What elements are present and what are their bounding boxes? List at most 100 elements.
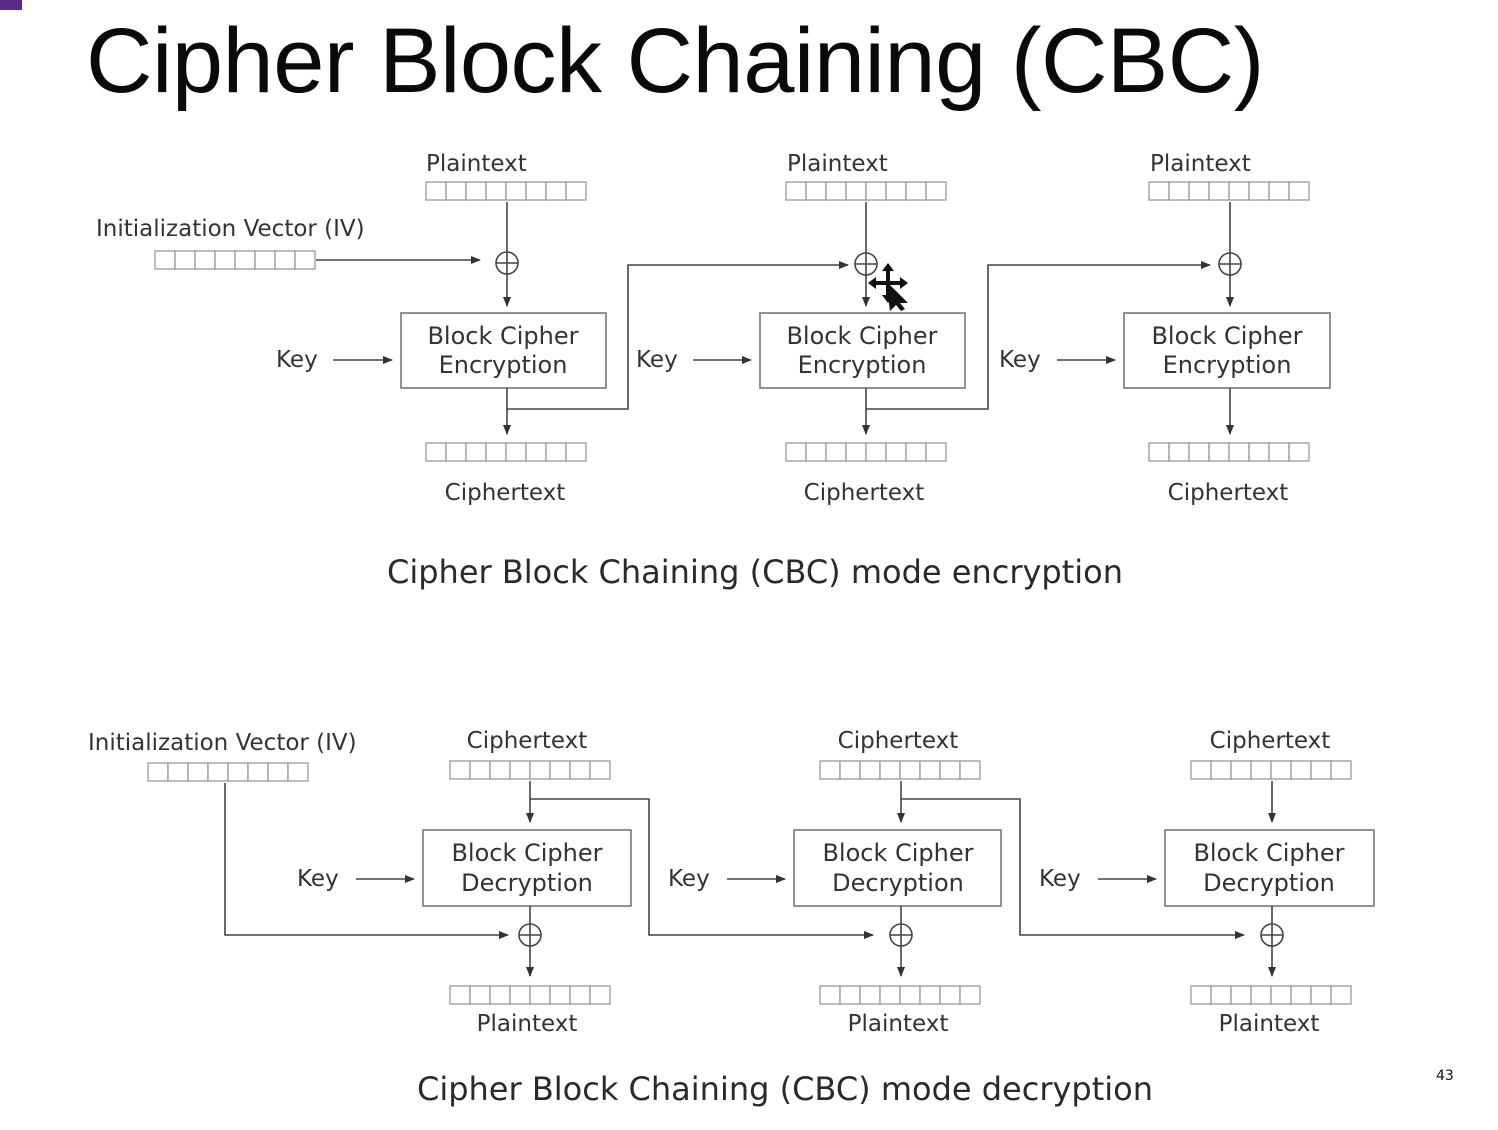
register-cell bbox=[879, 985, 901, 1005]
register-cell bbox=[167, 762, 189, 782]
enc-block-3-line2: Encryption bbox=[1163, 351, 1292, 379]
enc-stage-3: Plaintext Key Block Cipher Encryption Ci… bbox=[999, 151, 1331, 506]
enc-key-label-1: Key bbox=[276, 347, 318, 373]
enc-block-1-line2: Encryption bbox=[439, 351, 568, 379]
register-cell bbox=[1310, 760, 1332, 780]
register-cell bbox=[1248, 181, 1270, 201]
page-number: 43 bbox=[1436, 1068, 1454, 1084]
register-cell bbox=[865, 181, 887, 201]
register-cell bbox=[154, 250, 176, 270]
register-cell bbox=[845, 442, 867, 462]
dec-plaintext-label-3: Plaintext bbox=[1219, 1011, 1320, 1037]
dec-block-2-line1: Block Cipher bbox=[822, 839, 973, 867]
enc-ciphertext-label-2: Ciphertext bbox=[804, 480, 925, 506]
register-cell bbox=[859, 760, 881, 780]
register-cell bbox=[859, 985, 881, 1005]
register-cell bbox=[509, 985, 531, 1005]
enc-plaintext-register-1 bbox=[425, 181, 587, 201]
chain-arrow-1 bbox=[530, 798, 874, 939]
enc-caption: Cipher Block Chaining (CBC) mode encrypt… bbox=[387, 553, 1123, 591]
register-cell bbox=[825, 442, 847, 462]
dec-ciphertext-register-1 bbox=[449, 760, 611, 780]
register-cell bbox=[885, 442, 907, 462]
enc-ciphertext-label-1: Ciphertext bbox=[445, 480, 566, 506]
register-cell bbox=[919, 985, 941, 1005]
register-cell bbox=[1148, 442, 1170, 462]
register-cell bbox=[247, 762, 269, 782]
register-cell bbox=[147, 762, 169, 782]
register-cell bbox=[1290, 760, 1312, 780]
dec-plaintext-register-3 bbox=[1190, 985, 1352, 1005]
register-cell bbox=[839, 760, 861, 780]
register-cell bbox=[1188, 442, 1210, 462]
register-cell bbox=[885, 181, 907, 201]
enc-ciphertext-register-2 bbox=[785, 442, 947, 462]
register-cell bbox=[1230, 985, 1252, 1005]
register-cell bbox=[1310, 985, 1332, 1005]
register-cell bbox=[227, 762, 249, 782]
register-cell bbox=[879, 760, 901, 780]
register-cell bbox=[785, 442, 807, 462]
enc-plaintext-label-1: Plaintext bbox=[426, 151, 527, 177]
enc-plaintext-label-2: Plaintext bbox=[787, 151, 888, 177]
register-cell bbox=[469, 985, 491, 1005]
register-cell bbox=[1210, 760, 1232, 780]
register-cell bbox=[505, 442, 527, 462]
dec-block-1-line1: Block Cipher bbox=[451, 839, 602, 867]
dec-block-1-line2: Decryption bbox=[461, 869, 593, 897]
register-cell bbox=[569, 760, 591, 780]
xor-icon bbox=[854, 252, 878, 276]
register-cell bbox=[1268, 181, 1290, 201]
enc-ciphertext-register-1 bbox=[425, 442, 587, 462]
dec-ciphertext-label-3: Ciphertext bbox=[1210, 728, 1331, 754]
register-cell bbox=[589, 985, 611, 1005]
enc-block-2-line2: Encryption bbox=[798, 351, 927, 379]
enc-key-label-3: Key bbox=[999, 347, 1041, 373]
register-cell bbox=[819, 985, 841, 1005]
dec-block-3-line2: Decryption bbox=[1203, 869, 1335, 897]
register-cell bbox=[174, 250, 196, 270]
register-cell bbox=[509, 760, 531, 780]
register-cell bbox=[549, 985, 571, 1005]
register-cell bbox=[939, 760, 961, 780]
dec-block-2 bbox=[793, 829, 1002, 907]
register-cell bbox=[1230, 760, 1252, 780]
register-cell bbox=[445, 442, 467, 462]
register-cell bbox=[485, 442, 507, 462]
enc-block-3 bbox=[1123, 312, 1331, 389]
register-cell bbox=[449, 760, 471, 780]
enc-block-2-line1: Block Cipher bbox=[786, 322, 937, 350]
enc-stage-2: Plaintext Key Block Cipher Encryption Ci… bbox=[636, 151, 966, 506]
enc-stage-1: Plaintext Key Block Cipher Encryption Ci… bbox=[276, 151, 607, 506]
register-cell bbox=[845, 181, 867, 201]
dec-ciphertext-register-2 bbox=[819, 760, 981, 780]
register-cell bbox=[465, 181, 487, 201]
chain-arrow-2 bbox=[901, 798, 1245, 939]
register-cell bbox=[899, 760, 921, 780]
register-cell bbox=[214, 250, 236, 270]
enc-ciphertext-label-3: Ciphertext bbox=[1168, 480, 1289, 506]
enc-block-1-line1: Block Cipher bbox=[427, 322, 578, 350]
register-cell bbox=[194, 250, 216, 270]
dec-plaintext-register-2 bbox=[819, 985, 981, 1005]
register-cell bbox=[1330, 760, 1352, 780]
register-cell bbox=[785, 181, 807, 201]
chain-arrow-1 bbox=[507, 261, 849, 410]
register-cell bbox=[1248, 442, 1270, 462]
register-cell bbox=[1288, 442, 1310, 462]
dec-ciphertext-label-2: Ciphertext bbox=[838, 728, 959, 754]
register-cell bbox=[939, 985, 961, 1005]
register-cell bbox=[899, 985, 921, 1005]
dec-plaintext-label-1: Plaintext bbox=[477, 1011, 578, 1037]
register-cell bbox=[489, 760, 511, 780]
dec-block-2-line2: Decryption bbox=[832, 869, 964, 897]
enc-iv-label: Initialization Vector (IV) bbox=[96, 216, 365, 242]
register-cell bbox=[469, 760, 491, 780]
register-cell bbox=[294, 250, 316, 270]
register-cell bbox=[1148, 181, 1170, 201]
register-cell bbox=[529, 760, 551, 780]
register-cell bbox=[234, 250, 256, 270]
register-cell bbox=[1290, 985, 1312, 1005]
register-cell bbox=[865, 442, 887, 462]
